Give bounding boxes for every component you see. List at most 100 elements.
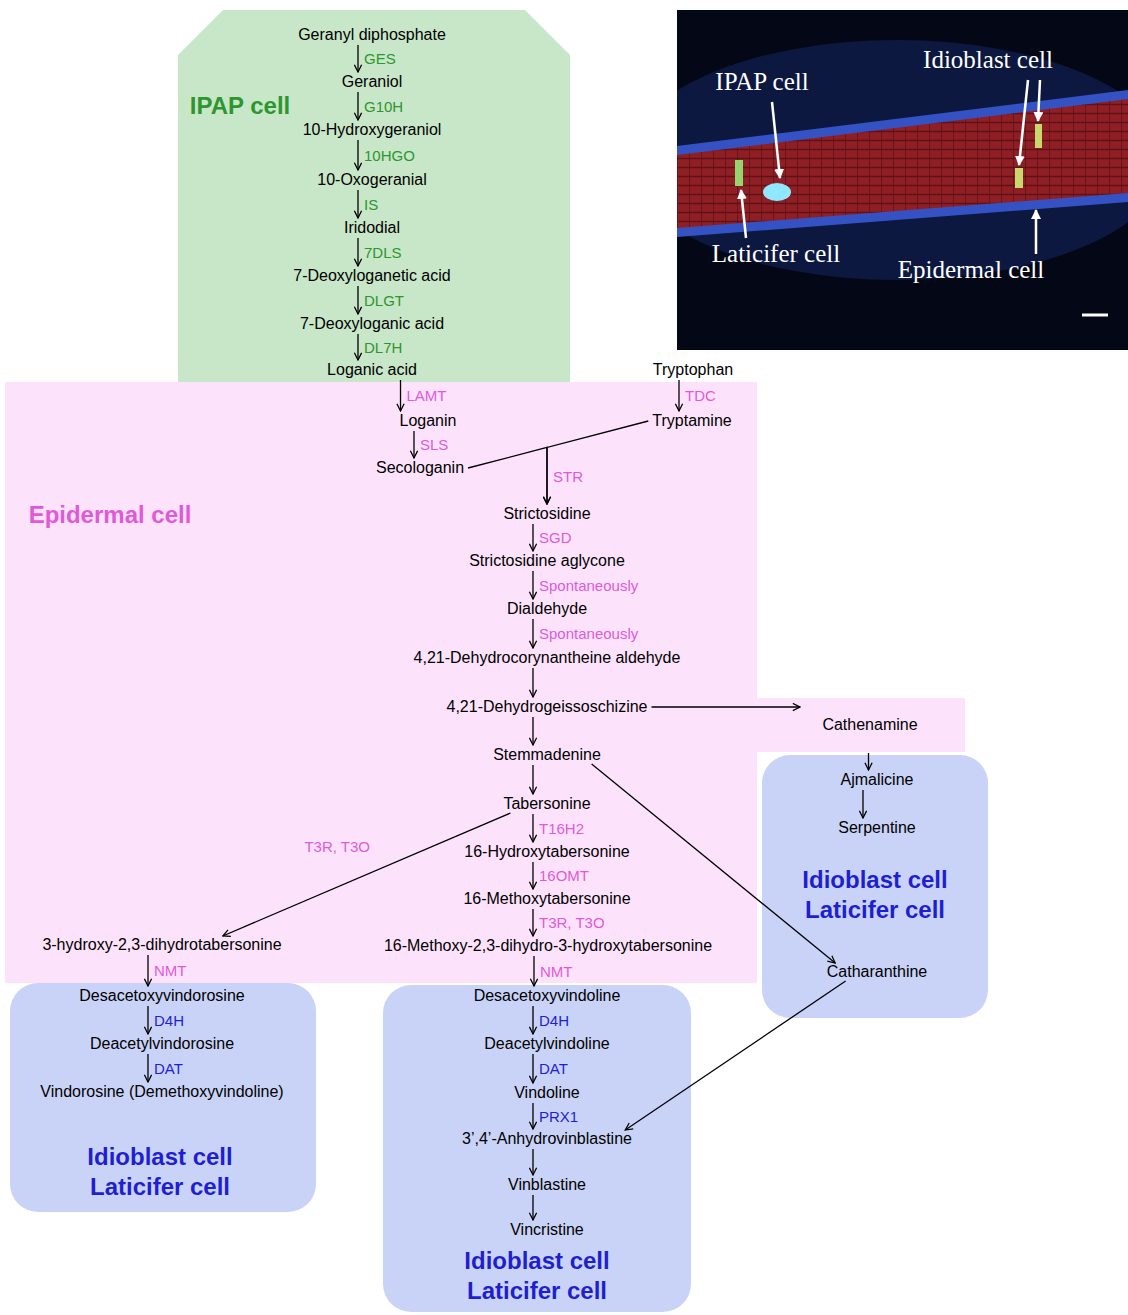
compound-node: 16-Methoxytabersonine [461,890,632,908]
reaction-arrow [532,765,533,794]
reaction-arrow [357,45,358,72]
enzyme-label: IS [364,196,378,213]
compound-name: Serpentine [836,819,917,837]
compound-node: Desacetoxyvindorosine [77,987,246,1005]
compound-name: 7-Deoxyloganetic acid [291,267,452,285]
label-holder: G10H [364,98,403,115]
compound-node: Strictosidine [501,505,592,523]
enzyme-label: DAT [539,1060,568,1077]
compound-name: Geranyl diphosphate [296,26,448,44]
reaction-arrow [532,1006,533,1034]
leader-arrow [741,190,746,238]
compound-node: Deacetylvindorosine [88,1035,236,1053]
compound-node: Secologanin [374,459,466,477]
enzyme-label: TDC [685,387,716,404]
compound-name: Strictosidine aglycone [467,552,627,570]
label-holder: D4H [539,1012,569,1029]
compound-node: Geranyl diphosphate [296,26,448,44]
enzyme-label: D4H [539,1012,569,1029]
compound-name: Vindoline [512,1084,582,1102]
reaction-arrow [357,334,358,360]
enzyme-label: GES [364,50,396,67]
reaction-arrow [862,790,863,818]
reaction-arrow [357,92,358,120]
enzyme-label: DLGT [364,292,404,309]
compound-node: Stemmadenine [491,746,603,764]
compound-node: Vincristine [508,1221,586,1239]
enzyme-label: DL7H [364,339,402,356]
label-holder: SLS [420,436,448,453]
compound-node: Ajmalicine [839,771,916,789]
label-holder: Idioblast cell [923,46,1053,74]
reaction-arrow [532,668,533,697]
enzyme-label: DAT [154,1060,183,1077]
compound-node: Strictosidine aglycone [467,552,627,570]
label-holder: Epidermal cell [29,500,192,530]
enzyme-label: G10H [364,98,403,115]
compound-node: Deacetylvindoline [482,1035,611,1053]
reaction-arrow [532,814,533,842]
enzyme-label: T3R, T3O [304,838,370,855]
compound-name: 7-Deoxyloganic acid [298,315,446,333]
compound-name: Iridodial [342,219,402,237]
enzyme-label: STR [553,468,583,485]
compound-node: Vindorosine (Demethoxyvindoline) [38,1083,285,1101]
label-holder: IS [364,196,378,213]
compound-name: 10-Hydroxygeraniol [301,121,444,139]
enzyme-label: D4H [154,1012,184,1029]
label-holder: DAT [154,1060,183,1077]
compound-name: Loganic acid [325,361,419,379]
reaction-arrow [868,753,869,770]
label-holder: T3R, T3O [304,838,370,855]
cell-type-label: Idioblast cell Laticifer cell [790,865,960,925]
label-holder: DLGT [364,292,404,309]
label-holder: SGD [539,529,572,546]
label-holder: STR [553,468,583,485]
region-shape [762,755,988,1018]
micrograph-label: Laticifer cell [712,240,840,268]
label-holder: IPAP cell [190,91,291,121]
laticifer-cell [735,160,743,186]
mesophyll [677,99,1128,228]
leader-arrow [1019,80,1028,165]
reaction-arrow [532,1054,533,1083]
enzyme-label: NMT [540,963,573,980]
region-shape [5,382,757,983]
enzyme-label: Spontaneously [539,577,638,594]
compound-name: 16-Methoxy-2,3-dihydro-3-hydroxytaberson… [382,937,714,955]
reaction-arrow [532,862,533,889]
compound-node: Loganic acid [325,361,419,379]
compound-node: Vinblastine [506,1176,588,1194]
compound-node: Tryptophan [651,361,735,379]
image-haze [677,40,1128,280]
enzyme-label: PRX1 [539,1108,578,1125]
enzyme-label: 10HGO [364,147,415,164]
label-holder: D4H [154,1012,184,1029]
compound-node: 16-Methoxy-2,3-dihydro-3-hydroxytaberson… [382,937,714,955]
compound-node: 7-Deoxyloganetic acid [291,267,452,285]
compound-node: Geraniol [340,73,404,91]
leader-arrow [772,102,780,178]
reaction-arrow [532,1149,533,1175]
compound-name: Loganin [398,412,459,430]
label-holder: Idioblast cell Laticifer cell [790,865,960,925]
label-holder: Spontaneously [539,577,638,594]
label-holder: Epidermal cell [898,256,1044,284]
micrograph-label: Epidermal cell [898,256,1044,284]
cell-type-label: IPAP cell [190,91,291,121]
reaction-arrow [357,190,358,218]
label-holder: Spontaneously [539,625,638,642]
reaction-arrow [678,380,679,411]
micrograph [677,10,1128,350]
leader-arrow [1038,80,1040,121]
compound-name: Deacetylvindoline [482,1035,611,1053]
label-holder: IPAP cell [715,68,808,96]
region-shape [383,985,691,1312]
enzyme-label: T16H2 [539,820,584,837]
reaction-arrow [532,717,533,745]
compound-name: Vincristine [508,1221,586,1239]
label-holder: T3R, T3O [539,914,605,931]
compound-node: Tryptamine [650,412,733,430]
label-holder: 16OMT [539,867,589,884]
cell-type-label: Idioblast cell Laticifer cell [452,1246,622,1306]
